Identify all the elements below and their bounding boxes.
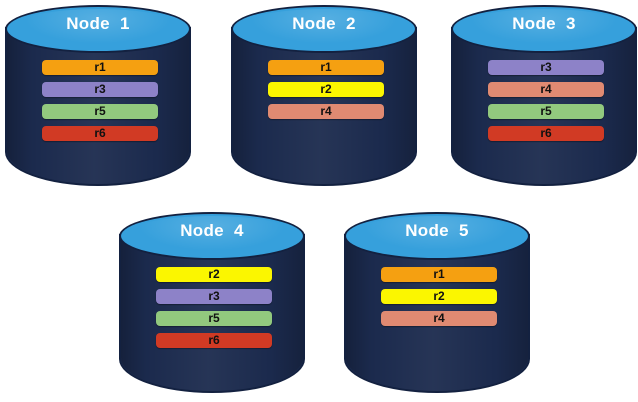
record-bar-r6[interactable]: r6	[488, 126, 604, 141]
record-bar-r2[interactable]: r2	[268, 82, 384, 97]
node-label: Node 4	[180, 221, 244, 240]
database-node-4[interactable]: Node 4 r2 r3 r5 r6	[119, 212, 305, 393]
record-bar-r1[interactable]: r1	[268, 60, 384, 75]
record-bar-r3[interactable]: r3	[488, 60, 604, 75]
database-node-3[interactable]: Node 3 r3 r4 r5 r6	[451, 5, 637, 186]
node-label: Node 2	[292, 14, 356, 33]
record-bar-r5[interactable]: r5	[488, 104, 604, 119]
record-bar-r4[interactable]: r4	[488, 82, 604, 97]
record-bar-r5[interactable]: r5	[156, 311, 272, 326]
cylinder-body	[5, 27, 191, 186]
database-node-1[interactable]: Node 1 r1 r3 r5 r6	[5, 5, 191, 186]
record-bar-r4[interactable]: r4	[268, 104, 384, 119]
node-label: Node 5	[405, 221, 469, 240]
record-list: r3 r4 r5 r6	[488, 60, 604, 141]
node-label: Node 1	[66, 14, 130, 33]
database-node-5[interactable]: Node 5 r1 r2 r4	[344, 212, 530, 393]
cylinder-top-ellipse	[451, 5, 637, 53]
record-bar-r2[interactable]: r2	[156, 267, 272, 282]
node-label: Node 3	[512, 14, 576, 33]
record-list: r2 r3 r5 r6	[156, 267, 272, 348]
record-bar-r2[interactable]: r2	[381, 289, 497, 304]
record-bar-r3[interactable]: r3	[42, 82, 158, 97]
record-bar-r3[interactable]: r3	[156, 289, 272, 304]
database-node-2[interactable]: Node 2 r1 r2 r4	[231, 5, 417, 186]
record-list: r1 r2 r4	[268, 60, 384, 119]
cylinder-top-ellipse	[119, 212, 305, 260]
record-bar-r6[interactable]: r6	[156, 333, 272, 348]
cylinder-top-ellipse	[5, 5, 191, 53]
cylinder-body	[119, 234, 305, 393]
record-bar-r1[interactable]: r1	[381, 267, 497, 282]
record-list: r1 r2 r4	[381, 267, 497, 326]
record-bar-r6[interactable]: r6	[42, 126, 158, 141]
record-list: r1 r3 r5 r6	[42, 60, 158, 141]
record-bar-r4[interactable]: r4	[381, 311, 497, 326]
record-bar-r5[interactable]: r5	[42, 104, 158, 119]
cylinder-top-ellipse	[231, 5, 417, 53]
record-bar-r1[interactable]: r1	[42, 60, 158, 75]
cylinder-top-ellipse	[344, 212, 530, 260]
